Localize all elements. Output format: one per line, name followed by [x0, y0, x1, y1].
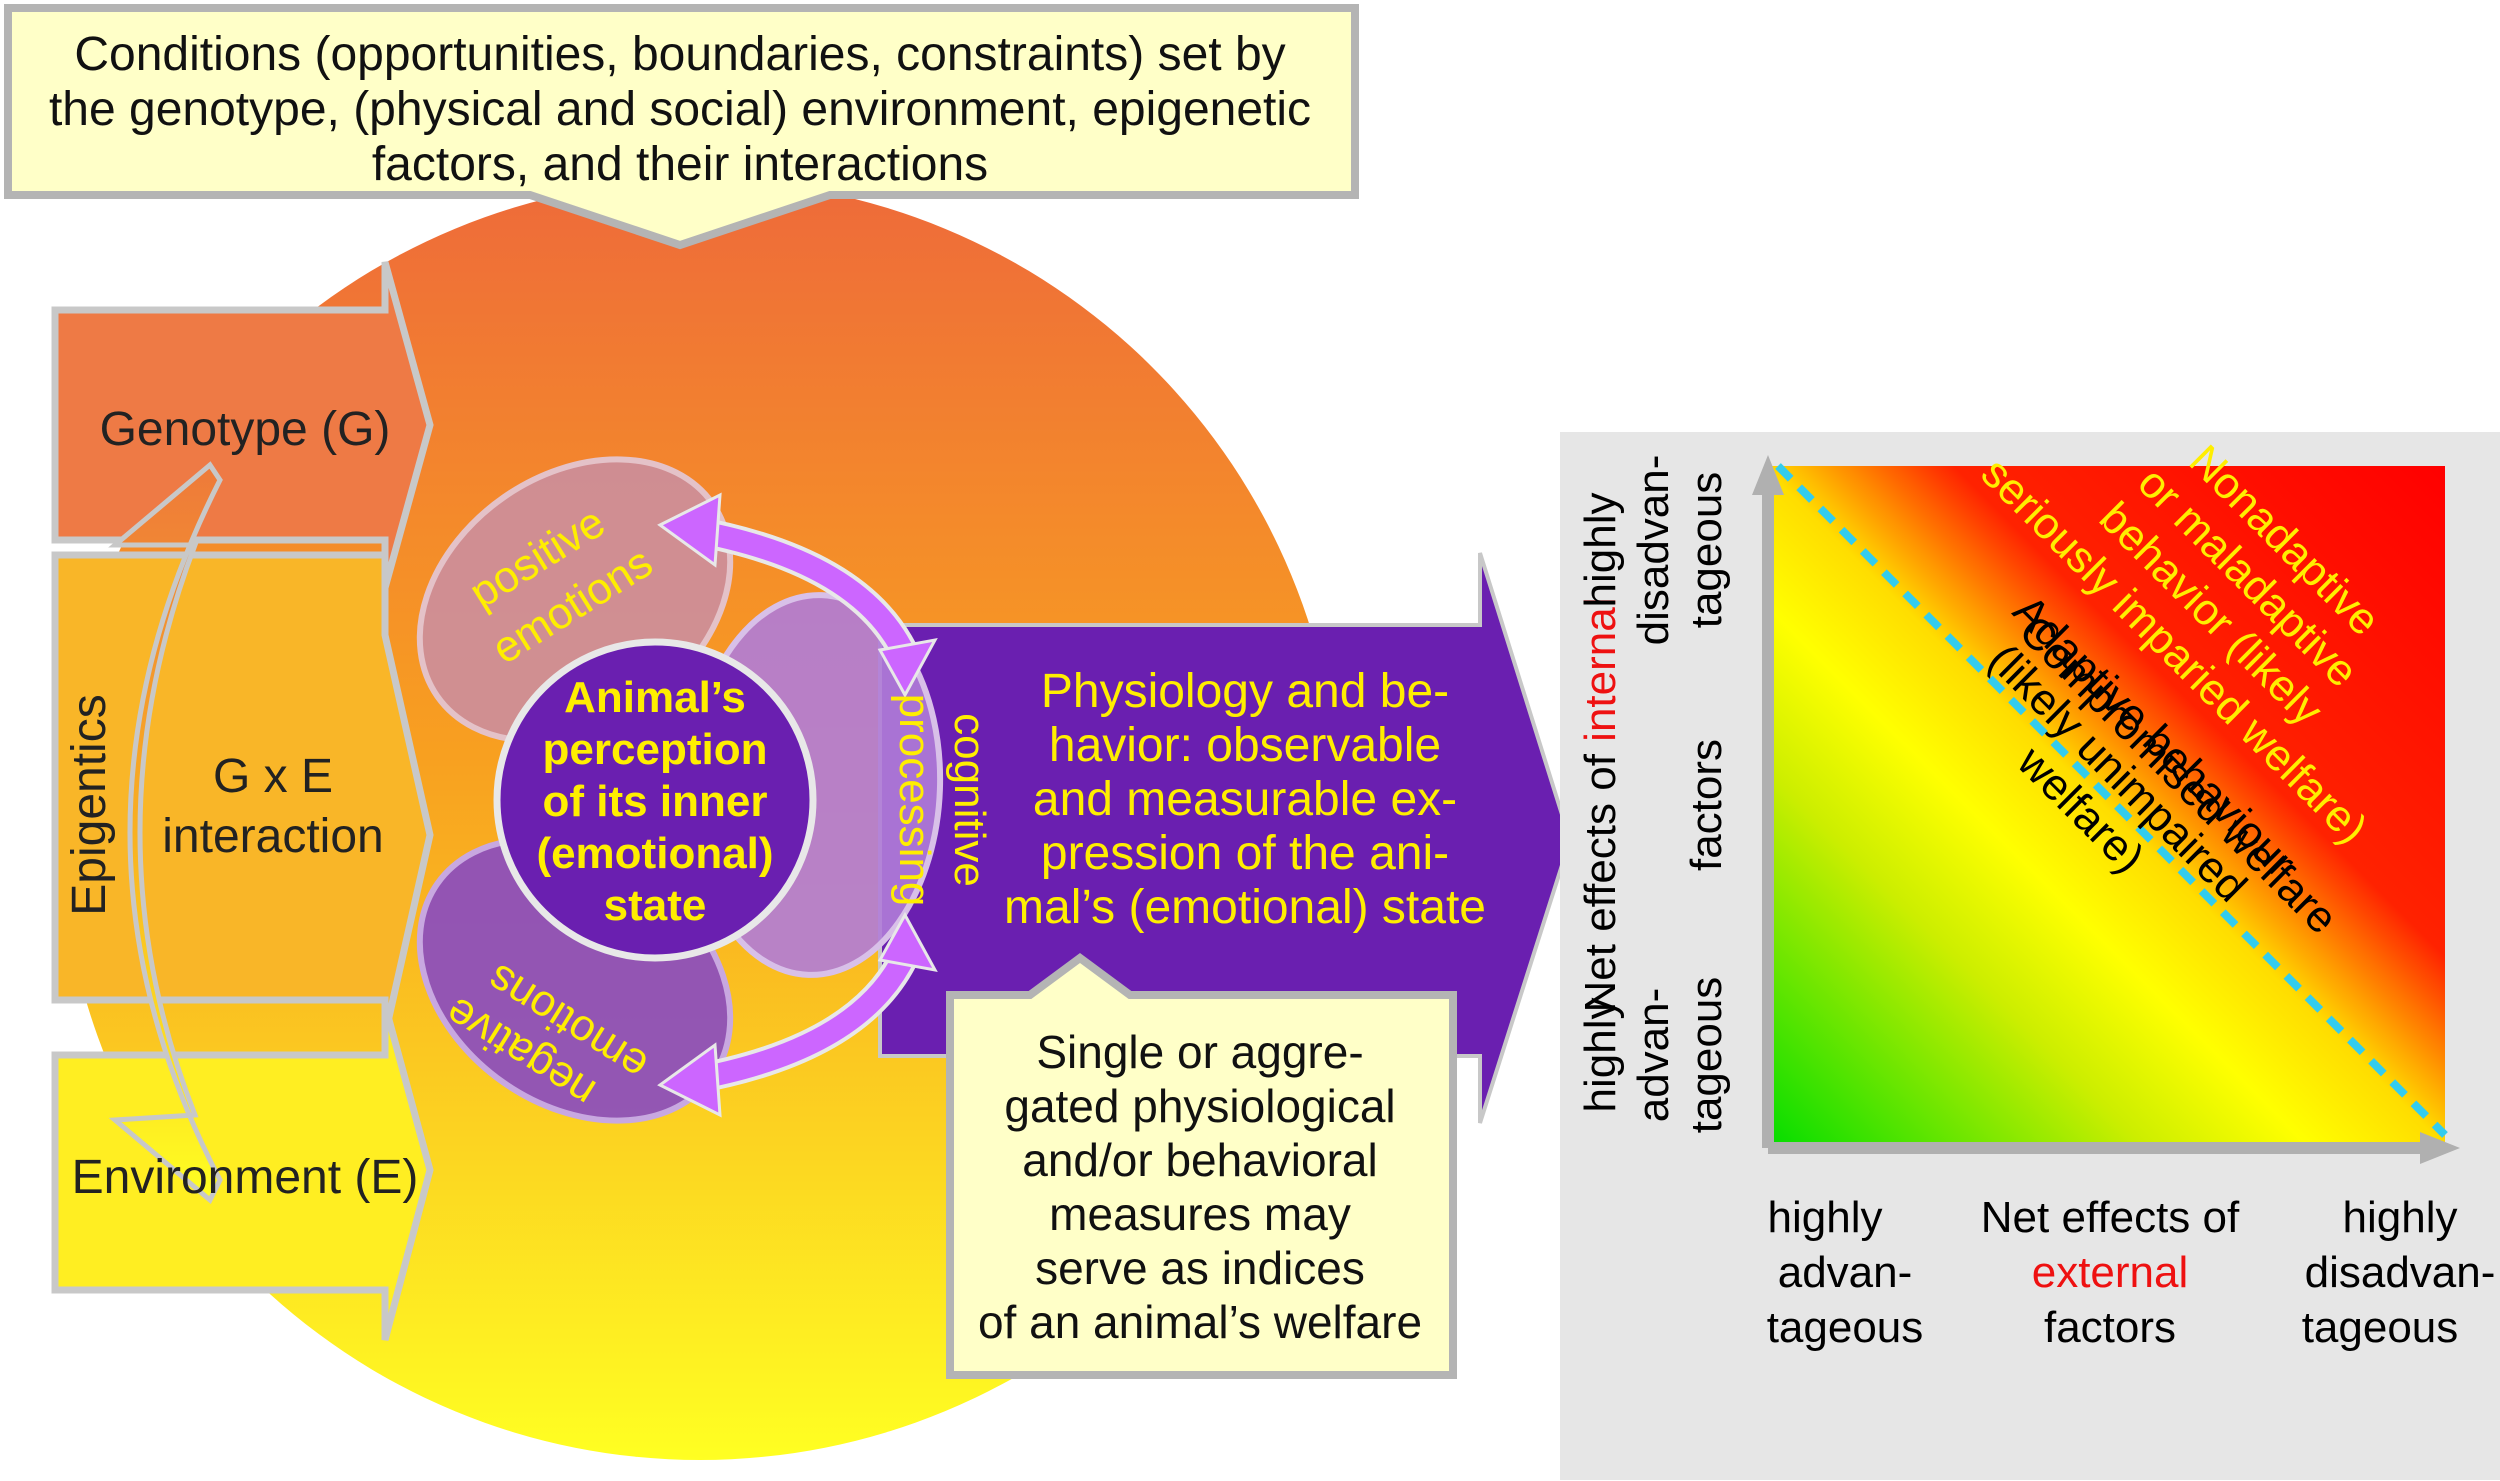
- center-text-line3: of its inner: [543, 777, 768, 826]
- y-axis-low-label: highly advan- tageous: [1576, 977, 1731, 1134]
- environment-label: Environment (E): [72, 1151, 419, 1204]
- output-text-line4: pression of the ani-: [1041, 827, 1449, 880]
- gxe-label-line1: G x E: [213, 750, 333, 803]
- welfare-gradient-field: [1765, 466, 2445, 1148]
- x-high-line2: disadvan-: [2305, 1248, 2496, 1297]
- upper-connector-head-right: [877, 637, 938, 699]
- cognitive-label-line2: processing: [890, 694, 939, 907]
- genotype-arrow: [51, 261, 434, 589]
- x-title-highlight: external: [2032, 1248, 2189, 1297]
- y-axis-title: Net effects of internal factors: [1576, 598, 1731, 1013]
- x-high-line1: highly: [2343, 1193, 2458, 1242]
- measures-callout: [946, 953, 1457, 1379]
- cognitive-label-line1: cognitive: [945, 713, 994, 887]
- output-text-line1: Physiology and be-: [1041, 665, 1449, 718]
- x-low-line1: highly: [1768, 1193, 1883, 1242]
- x-low-line3: tageous: [1767, 1303, 1924, 1352]
- center-text-line5: state: [604, 881, 707, 930]
- center-circle: [493, 638, 817, 962]
- upper-connector-head-left: [657, 492, 722, 568]
- y-low-line2: advan-: [1629, 988, 1678, 1123]
- y-low-line1: highly: [1576, 998, 1625, 1113]
- y-axis-title-factors: factors: [1682, 739, 1731, 871]
- measures-line5: serve as indices: [1035, 1242, 1365, 1294]
- lower-connector-head-left: [657, 1042, 722, 1118]
- y-low-line3: tageous: [1682, 977, 1731, 1134]
- output-text-line2: havior: observable: [1049, 719, 1441, 772]
- x-low-line2: advan-: [1778, 1248, 1913, 1297]
- measures-line6: of an animal’s welfare: [978, 1296, 1422, 1348]
- epigenetics-label: Epigentics: [63, 694, 116, 915]
- conditions-line1: Conditions (opportunities, boundaries, c…: [74, 28, 1285, 81]
- x-high-line3: tageous: [2302, 1303, 2459, 1352]
- y-high-line3: tageous: [1682, 472, 1731, 629]
- measures-line1: Single or aggre-: [1036, 1026, 1363, 1078]
- measures-line3: and/or behavioral: [1022, 1134, 1377, 1186]
- center-text-line2: perception: [543, 725, 768, 774]
- output-text-line5: mal’s (emotional) state: [1004, 881, 1486, 934]
- gxe-label-line2: interaction: [162, 810, 383, 863]
- center-text-line1: Animal’s: [564, 673, 746, 722]
- y-axis-arrowhead: [1752, 455, 1784, 495]
- output-text-line3: and measurable ex-: [1033, 773, 1457, 826]
- x-title-line1: Net effects of: [1981, 1193, 2240, 1242]
- genotype-label: Genotype (G): [100, 403, 391, 456]
- welfare-diagonal: [1775, 463, 2448, 1138]
- lower-connector-arrow: [688, 950, 915, 1091]
- y-high-line1: highly: [1576, 493, 1625, 608]
- conditions-line2: the genotype, (physical and social) envi…: [49, 83, 1311, 136]
- conditions-callout: [4, 4, 1359, 250]
- conditions-line3: factors, and their interactions: [372, 138, 988, 191]
- upper-connector-arrow: [688, 519, 915, 660]
- y-axis-high-label: highly disadvan- tageous: [1576, 455, 1731, 646]
- x-title-line3: factors: [2044, 1303, 2176, 1352]
- measures-line4: measures may: [1049, 1188, 1351, 1240]
- x-axis-arrowhead: [2420, 1132, 2460, 1164]
- environment-arrow: [51, 1004, 434, 1341]
- epigenetics-arrow: [108, 461, 223, 1204]
- y-high-line2: disadvan-: [1629, 455, 1678, 646]
- y-axis-title-text: Net effects of internal: [1576, 598, 1625, 1013]
- center-text-line4: (emotional): [536, 829, 773, 878]
- lower-connector-head-right: [877, 911, 938, 973]
- measures-line2: gated physiological: [1004, 1080, 1395, 1132]
